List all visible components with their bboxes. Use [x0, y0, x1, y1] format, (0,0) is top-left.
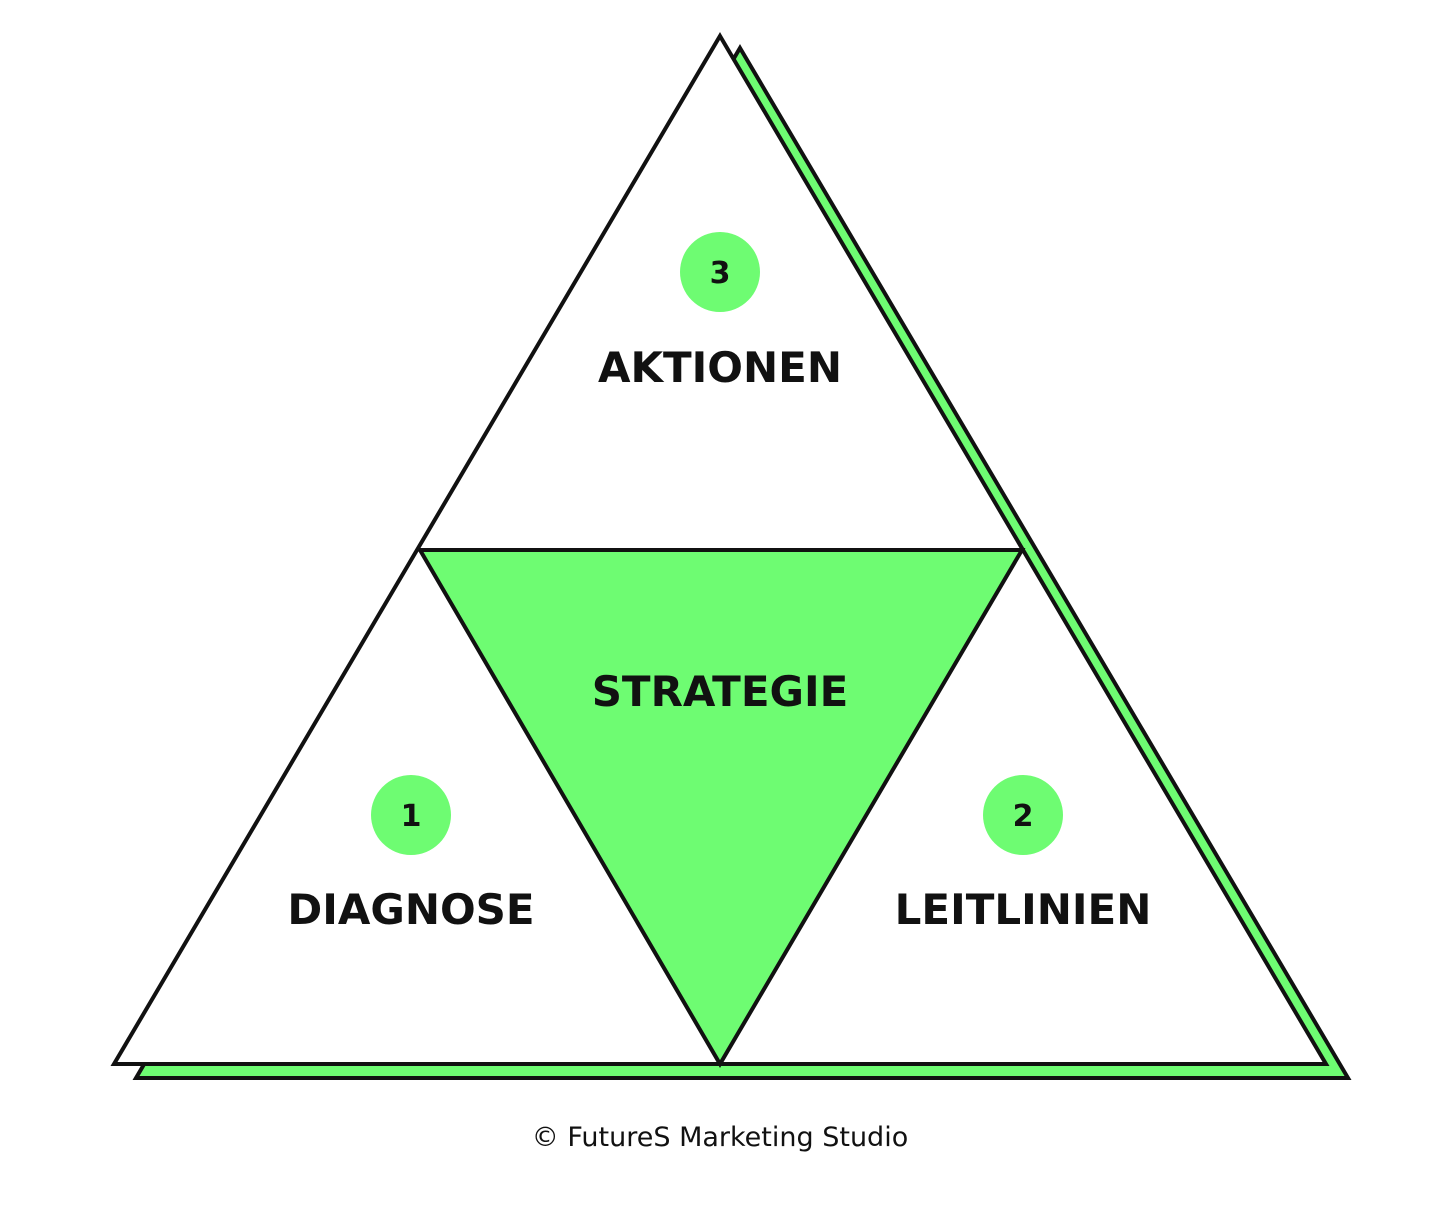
center-triangle	[416, 548, 1026, 1068]
center-label-strategie: STRATEGIE	[592, 667, 849, 716]
number-badge-1-text: 1	[401, 799, 422, 834]
section-diagnose: 1 DIAGNOSE	[287, 775, 535, 934]
number-badge-2	[983, 775, 1063, 855]
number-badge-3	[680, 232, 760, 312]
section-leitlinien: 2 LEITLINIEN	[895, 775, 1152, 934]
number-badge-3-text: 3	[710, 256, 731, 291]
copyright-footer: © FutureS Marketing Studio	[532, 1122, 908, 1153]
number-badge-2-text: 2	[1013, 799, 1034, 834]
section-label-diagnose: DIAGNOSE	[287, 885, 534, 934]
section-aktionen: 3 AKTIONEN	[598, 232, 842, 392]
number-badge-1	[371, 775, 451, 855]
section-label-aktionen: AKTIONEN	[598, 343, 842, 392]
section-label-leitlinien: LEITLINIEN	[895, 885, 1152, 934]
